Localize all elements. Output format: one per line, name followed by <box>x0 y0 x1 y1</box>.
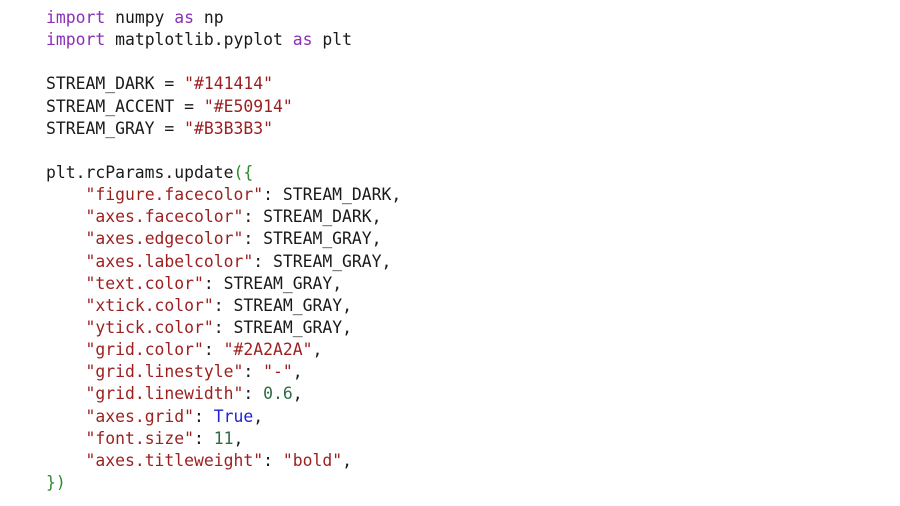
code-text-token: : STREAM_GRAY, <box>203 273 343 293</box>
string-literal-token: "#141414" <box>184 74 273 94</box>
string-literal-token: "#B3B3B3" <box>184 118 273 138</box>
code-line[interactable]: "axes.titleweight": "bold", <box>46 450 886 472</box>
blank-code-line[interactable] <box>46 140 886 162</box>
code-text-token <box>46 340 85 359</box>
string-literal-token: "axes.labelcolor" <box>85 251 254 271</box>
code-text-token: , <box>253 406 264 426</box>
code-text-token <box>46 407 85 426</box>
code-text-token: np <box>194 8 224 27</box>
keyword-token: import <box>46 30 106 50</box>
string-literal-token: "ytick.color" <box>85 317 214 337</box>
code-line[interactable]: "text.color": STREAM_GRAY, <box>46 273 886 295</box>
code-text-token: , <box>292 384 303 404</box>
code-text-token: : <box>243 362 264 382</box>
code-line[interactable]: }) <box>46 472 886 494</box>
code-line[interactable]: plt.rcParams.update({ <box>46 162 886 184</box>
code-line[interactable]: "grid.linestyle": "-", <box>46 361 886 383</box>
code-text-token: : STREAM_GRAY, <box>213 295 352 315</box>
string-literal-token: "axes.titleweight" <box>85 450 264 470</box>
code-line[interactable]: "figure.facecolor": STREAM_DARK, <box>46 184 886 206</box>
bracket-token: ({ <box>233 162 254 182</box>
keyword-token: as <box>174 8 195 27</box>
code-line[interactable]: "font.size": 11, <box>46 428 886 450</box>
code-text-token: , <box>233 428 244 448</box>
code-text-token: : <box>263 450 283 470</box>
string-literal-token: "#2A2A2A" <box>223 340 313 360</box>
string-literal-token: "axes.facecolor" <box>85 207 244 227</box>
code-text-token <box>46 185 85 204</box>
code-text-token: matplotlib.pyplot <box>105 30 293 50</box>
code-line[interactable]: "xtick.color": STREAM_GRAY, <box>46 295 886 317</box>
string-literal-token: "axes.edgecolor" <box>85 229 244 249</box>
string-literal-token: "text.color" <box>85 273 204 293</box>
code-line[interactable]: import numpy as np <box>46 7 886 29</box>
code-text-token <box>46 274 85 293</box>
string-literal-token: "-" <box>263 362 293 382</box>
keyword-token: import <box>46 8 106 27</box>
code-text-token <box>46 429 85 448</box>
code-line[interactable]: "axes.grid": True, <box>46 406 886 428</box>
code-text-token: : STREAM_DARK, <box>263 185 402 205</box>
string-literal-token: "font.size" <box>85 428 195 448</box>
string-literal-token: "xtick.color" <box>85 295 214 315</box>
number-literal-token: 0.6 <box>263 384 293 404</box>
code-text-token: , <box>292 362 303 382</box>
code-text-token <box>46 229 85 248</box>
code-line[interactable]: "axes.edgecolor": STREAM_GRAY, <box>46 228 886 250</box>
string-literal-token: "axes.grid" <box>85 406 195 426</box>
code-text-token: , <box>342 450 352 470</box>
code-text-token: STREAM_GRAY = <box>46 118 185 138</box>
code-text-token: : STREAM_GRAY, <box>213 317 352 337</box>
code-line[interactable]: STREAM_ACCENT = "#E50914" <box>46 96 886 118</box>
string-literal-token: "grid.linewidth" <box>85 384 244 404</box>
code-line[interactable]: STREAM_GRAY = "#B3B3B3" <box>46 118 886 140</box>
code-text-token <box>46 318 85 337</box>
code-text-token: : STREAM_GRAY, <box>253 251 392 271</box>
code-line[interactable]: STREAM_DARK = "#141414" <box>46 73 886 95</box>
string-literal-token: "#E50914" <box>203 96 293 116</box>
code-line[interactable]: import matplotlib.pyplot as plt <box>46 29 886 51</box>
code-text-token: : <box>243 384 264 404</box>
code-text-token: : STREAM_DARK, <box>243 207 382 227</box>
blank-code-line[interactable] <box>46 51 886 73</box>
code-text-token <box>46 451 85 470</box>
code-text-token <box>46 296 85 315</box>
code-line[interactable]: "axes.facecolor": STREAM_DARK, <box>46 206 886 228</box>
code-text-token: STREAM_ACCENT = <box>46 96 204 116</box>
code-line[interactable]: "axes.labelcolor": STREAM_GRAY, <box>46 251 886 273</box>
code-text-token: : STREAM_GRAY, <box>243 229 382 249</box>
string-literal-token: "grid.linestyle" <box>85 362 244 382</box>
code-text-token: plt.rcParams.update <box>46 162 234 182</box>
code-text-token <box>46 384 85 403</box>
code-text-token: : <box>203 340 224 360</box>
constant-token: True <box>213 406 254 426</box>
number-literal-token: 11 <box>213 428 234 448</box>
code-text-token: STREAM_DARK = <box>46 74 185 94</box>
code-text-token <box>46 252 85 271</box>
bracket-token: }) <box>46 472 66 492</box>
code-text-token: plt <box>312 30 352 50</box>
code-line[interactable]: "grid.linewidth": 0.6, <box>46 383 886 405</box>
code-line[interactable]: "grid.color": "#2A2A2A", <box>46 339 886 361</box>
code-text-token: , <box>312 340 323 360</box>
string-literal-token: "figure.facecolor" <box>85 185 264 205</box>
code-text-token: : <box>194 406 214 426</box>
code-text-token: : <box>194 428 214 448</box>
code-text-token: numpy <box>105 8 175 27</box>
code-text-token <box>46 207 85 226</box>
keyword-token: as <box>292 30 313 50</box>
string-literal-token: "bold" <box>282 450 343 470</box>
code-line[interactable]: "ytick.color": STREAM_GRAY, <box>46 317 886 339</box>
string-literal-token: "grid.color" <box>85 340 204 360</box>
code-text-token <box>46 362 85 381</box>
